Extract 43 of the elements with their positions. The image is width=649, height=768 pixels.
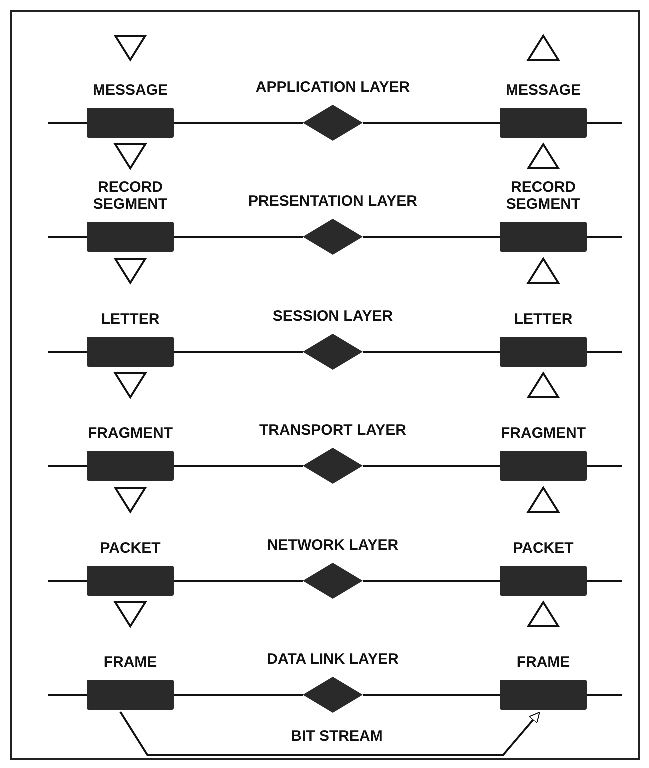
- unit-label: FRAME: [104, 654, 158, 671]
- layer-label: APPLICATION LAYER: [256, 79, 410, 96]
- connector-line: [174, 580, 303, 582]
- triangle-arrow: [114, 258, 148, 285]
- triangle-arrow: [526, 257, 560, 284]
- unit-label: FRAME: [516, 654, 570, 671]
- unit-label: LETTER: [101, 311, 160, 328]
- unit-label: PACKET: [100, 540, 161, 557]
- unit-label: FRAGMENT: [88, 425, 173, 442]
- connector-line: [174, 351, 303, 353]
- connector-line: [363, 465, 500, 467]
- connector-line: [174, 236, 303, 238]
- unit-label: LETTER: [514, 311, 573, 328]
- connector-line: [363, 236, 500, 238]
- triangle-arrow: [114, 372, 148, 400]
- triangle-arrow: [526, 486, 560, 513]
- triangle-arrow: [526, 372, 560, 398]
- bit-stream-arrow: [120, 711, 540, 756]
- unit-label: MESSAGE: [506, 82, 581, 99]
- triangle-arrow: [114, 144, 148, 170]
- layer-label: SESSION LAYER: [272, 308, 394, 325]
- unit-label: FRAGMENT: [501, 425, 586, 442]
- triangle-arrow: [526, 34, 560, 61]
- unit-label: RECORD SEGMENT: [505, 179, 582, 213]
- triangle-arrow: [114, 487, 148, 514]
- triangle-arrow: [114, 602, 148, 628]
- connector-line: [363, 351, 500, 353]
- triangle-arrow: [114, 35, 148, 62]
- layer-label: TRANSPORT LAYER: [260, 422, 406, 439]
- connector-line: [174, 465, 303, 467]
- layer-label: PRESENTATION LAYER: [248, 193, 418, 210]
- unit-label: RECORD SEGMENT: [92, 179, 169, 213]
- triangle-arrow: [526, 142, 560, 170]
- connector-line: [363, 122, 500, 124]
- unit-label: MESSAGE: [92, 82, 168, 99]
- triangle-arrow: [526, 600, 560, 628]
- connector-line: [363, 694, 500, 696]
- connector-line: [174, 122, 303, 124]
- connector-line: [174, 694, 303, 696]
- unit-label: PACKET: [513, 540, 574, 557]
- layer-label: NETWORK LAYER: [267, 537, 399, 554]
- layer-label: DATA LINK LAYER: [267, 651, 399, 668]
- connector-line: [363, 580, 500, 582]
